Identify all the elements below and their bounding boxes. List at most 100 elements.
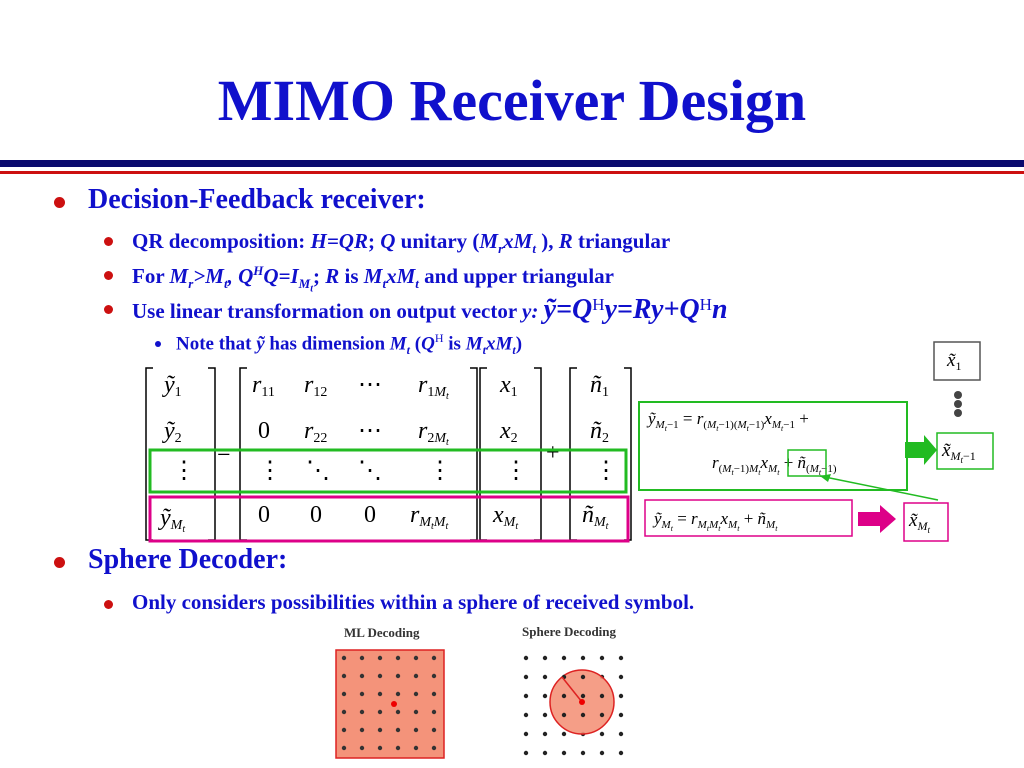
lattice-dot <box>413 745 419 751</box>
for-m2: M <box>205 264 224 288</box>
y-vdots: ⋮ <box>172 458 196 484</box>
lattice-dot <box>413 673 419 679</box>
lattice-dot <box>542 750 548 756</box>
for-m1: M <box>169 264 189 288</box>
n-vdots: ⋮ <box>594 458 618 484</box>
sphere-radius <box>561 676 583 703</box>
qr-s2: t <box>532 241 536 257</box>
for-lead: For <box>132 264 170 288</box>
for-s1: r <box>188 276 194 292</box>
lattice-dot <box>580 750 586 756</box>
qr-close: ), <box>535 229 559 253</box>
lattice-dot <box>431 709 437 715</box>
qr-m2: M <box>513 229 533 253</box>
r21: 0 <box>258 418 270 444</box>
lattice-dot <box>377 727 383 733</box>
lattice-dot <box>431 691 437 697</box>
r2Mt: r2Mt <box>418 418 449 448</box>
slide-title: MIMO Receiver Design <box>217 68 807 133</box>
rMt3: 0 <box>364 502 376 528</box>
lattice-dot <box>431 745 437 751</box>
lattice-dot <box>561 655 567 661</box>
feedback-line <box>819 475 939 501</box>
for-semi: ; <box>313 264 326 288</box>
lattice-dot <box>523 712 529 718</box>
x1-box <box>933 341 981 381</box>
magenta-arrow <box>858 505 896 533</box>
for-m4: M <box>396 264 416 288</box>
for-qi: Q=I <box>263 264 299 288</box>
lattice-dot <box>580 674 586 680</box>
y2: ỹ2 <box>162 418 182 446</box>
note-lead: Note that <box>176 333 257 355</box>
n1: ñ1 <box>590 372 609 400</box>
qr-s1: r <box>498 241 504 257</box>
n2: ñ2 <box>590 418 609 446</box>
y1: ỹ1 <box>162 372 182 400</box>
for-s4: t <box>415 276 419 292</box>
sphere-inner-dots <box>561 674 605 718</box>
bracket-x-right <box>534 367 542 541</box>
plus-sign: + <box>546 440 560 466</box>
equals-sign: = <box>217 440 231 466</box>
lattice-dot <box>523 674 529 680</box>
lattice-dot <box>395 727 401 733</box>
ml-received-point <box>391 701 397 707</box>
lattice-dot <box>359 673 365 679</box>
lattice-dot <box>561 693 567 699</box>
rMt2: 0 <box>310 502 322 528</box>
lattice-dot <box>542 731 548 737</box>
lattice-dot <box>377 745 383 751</box>
sphere-received-point <box>579 699 585 705</box>
green-arrow <box>905 435 937 465</box>
dot3 <box>954 409 962 417</box>
bullet-lin <box>104 305 113 314</box>
qr-r: R <box>558 229 573 253</box>
lattice-dot <box>618 693 624 699</box>
title-rule-navy <box>0 160 1024 167</box>
lattice-dot <box>523 655 529 661</box>
lattice-dot <box>561 731 567 737</box>
qr-x: x <box>503 229 514 253</box>
note-s: t <box>406 343 411 358</box>
highlight-row-magenta <box>148 495 630 543</box>
lattice-dot <box>618 674 624 680</box>
lattice-dot <box>413 727 419 733</box>
lattice-dot <box>359 691 365 697</box>
ml-decoding-label: ML Decoding <box>344 625 420 640</box>
bracket-x-left <box>479 367 487 541</box>
qr-tri: triangular <box>572 229 671 253</box>
line-note: Note that ỹ has dimension Mt (QH is MtxM… <box>176 331 522 358</box>
lattice-dot <box>377 673 383 679</box>
for-m3: M <box>363 264 383 288</box>
lattice-dot <box>413 655 419 661</box>
for-im: M <box>298 276 311 292</box>
line-lin: Use linear transformation on output vect… <box>132 294 728 326</box>
lattice-dot <box>431 673 437 679</box>
green-output-box <box>936 432 994 470</box>
note-q: Q <box>421 333 435 355</box>
for-s3: t <box>382 276 387 292</box>
sphere-panel <box>523 655 624 756</box>
nMt: ñMt <box>582 502 609 532</box>
lattice-dot <box>599 693 605 699</box>
qr-q: Q <box>380 229 396 253</box>
lattice-dot <box>341 745 347 751</box>
lattice-dot <box>580 693 586 699</box>
lin-eq1: ỹ=Q <box>543 294 593 325</box>
lattice-dot <box>359 709 365 715</box>
r-hdots1: ⋯ <box>358 372 382 398</box>
lattice-dot <box>618 731 624 737</box>
lattice-dot <box>395 655 401 661</box>
note-s3: t <box>512 343 516 358</box>
lattice-dot <box>395 691 401 697</box>
lattice-dot <box>413 709 419 715</box>
lattice-dot <box>523 693 529 699</box>
note-m3: M <box>495 333 513 355</box>
note-y: ỹ <box>256 333 265 355</box>
bracket-n-left <box>569 367 577 541</box>
lattice-dot <box>359 655 365 661</box>
line-for: For Mr>Mt, QHQ=IMt; R is MtxMt and upper… <box>132 263 614 295</box>
lattice-dot <box>542 655 548 661</box>
